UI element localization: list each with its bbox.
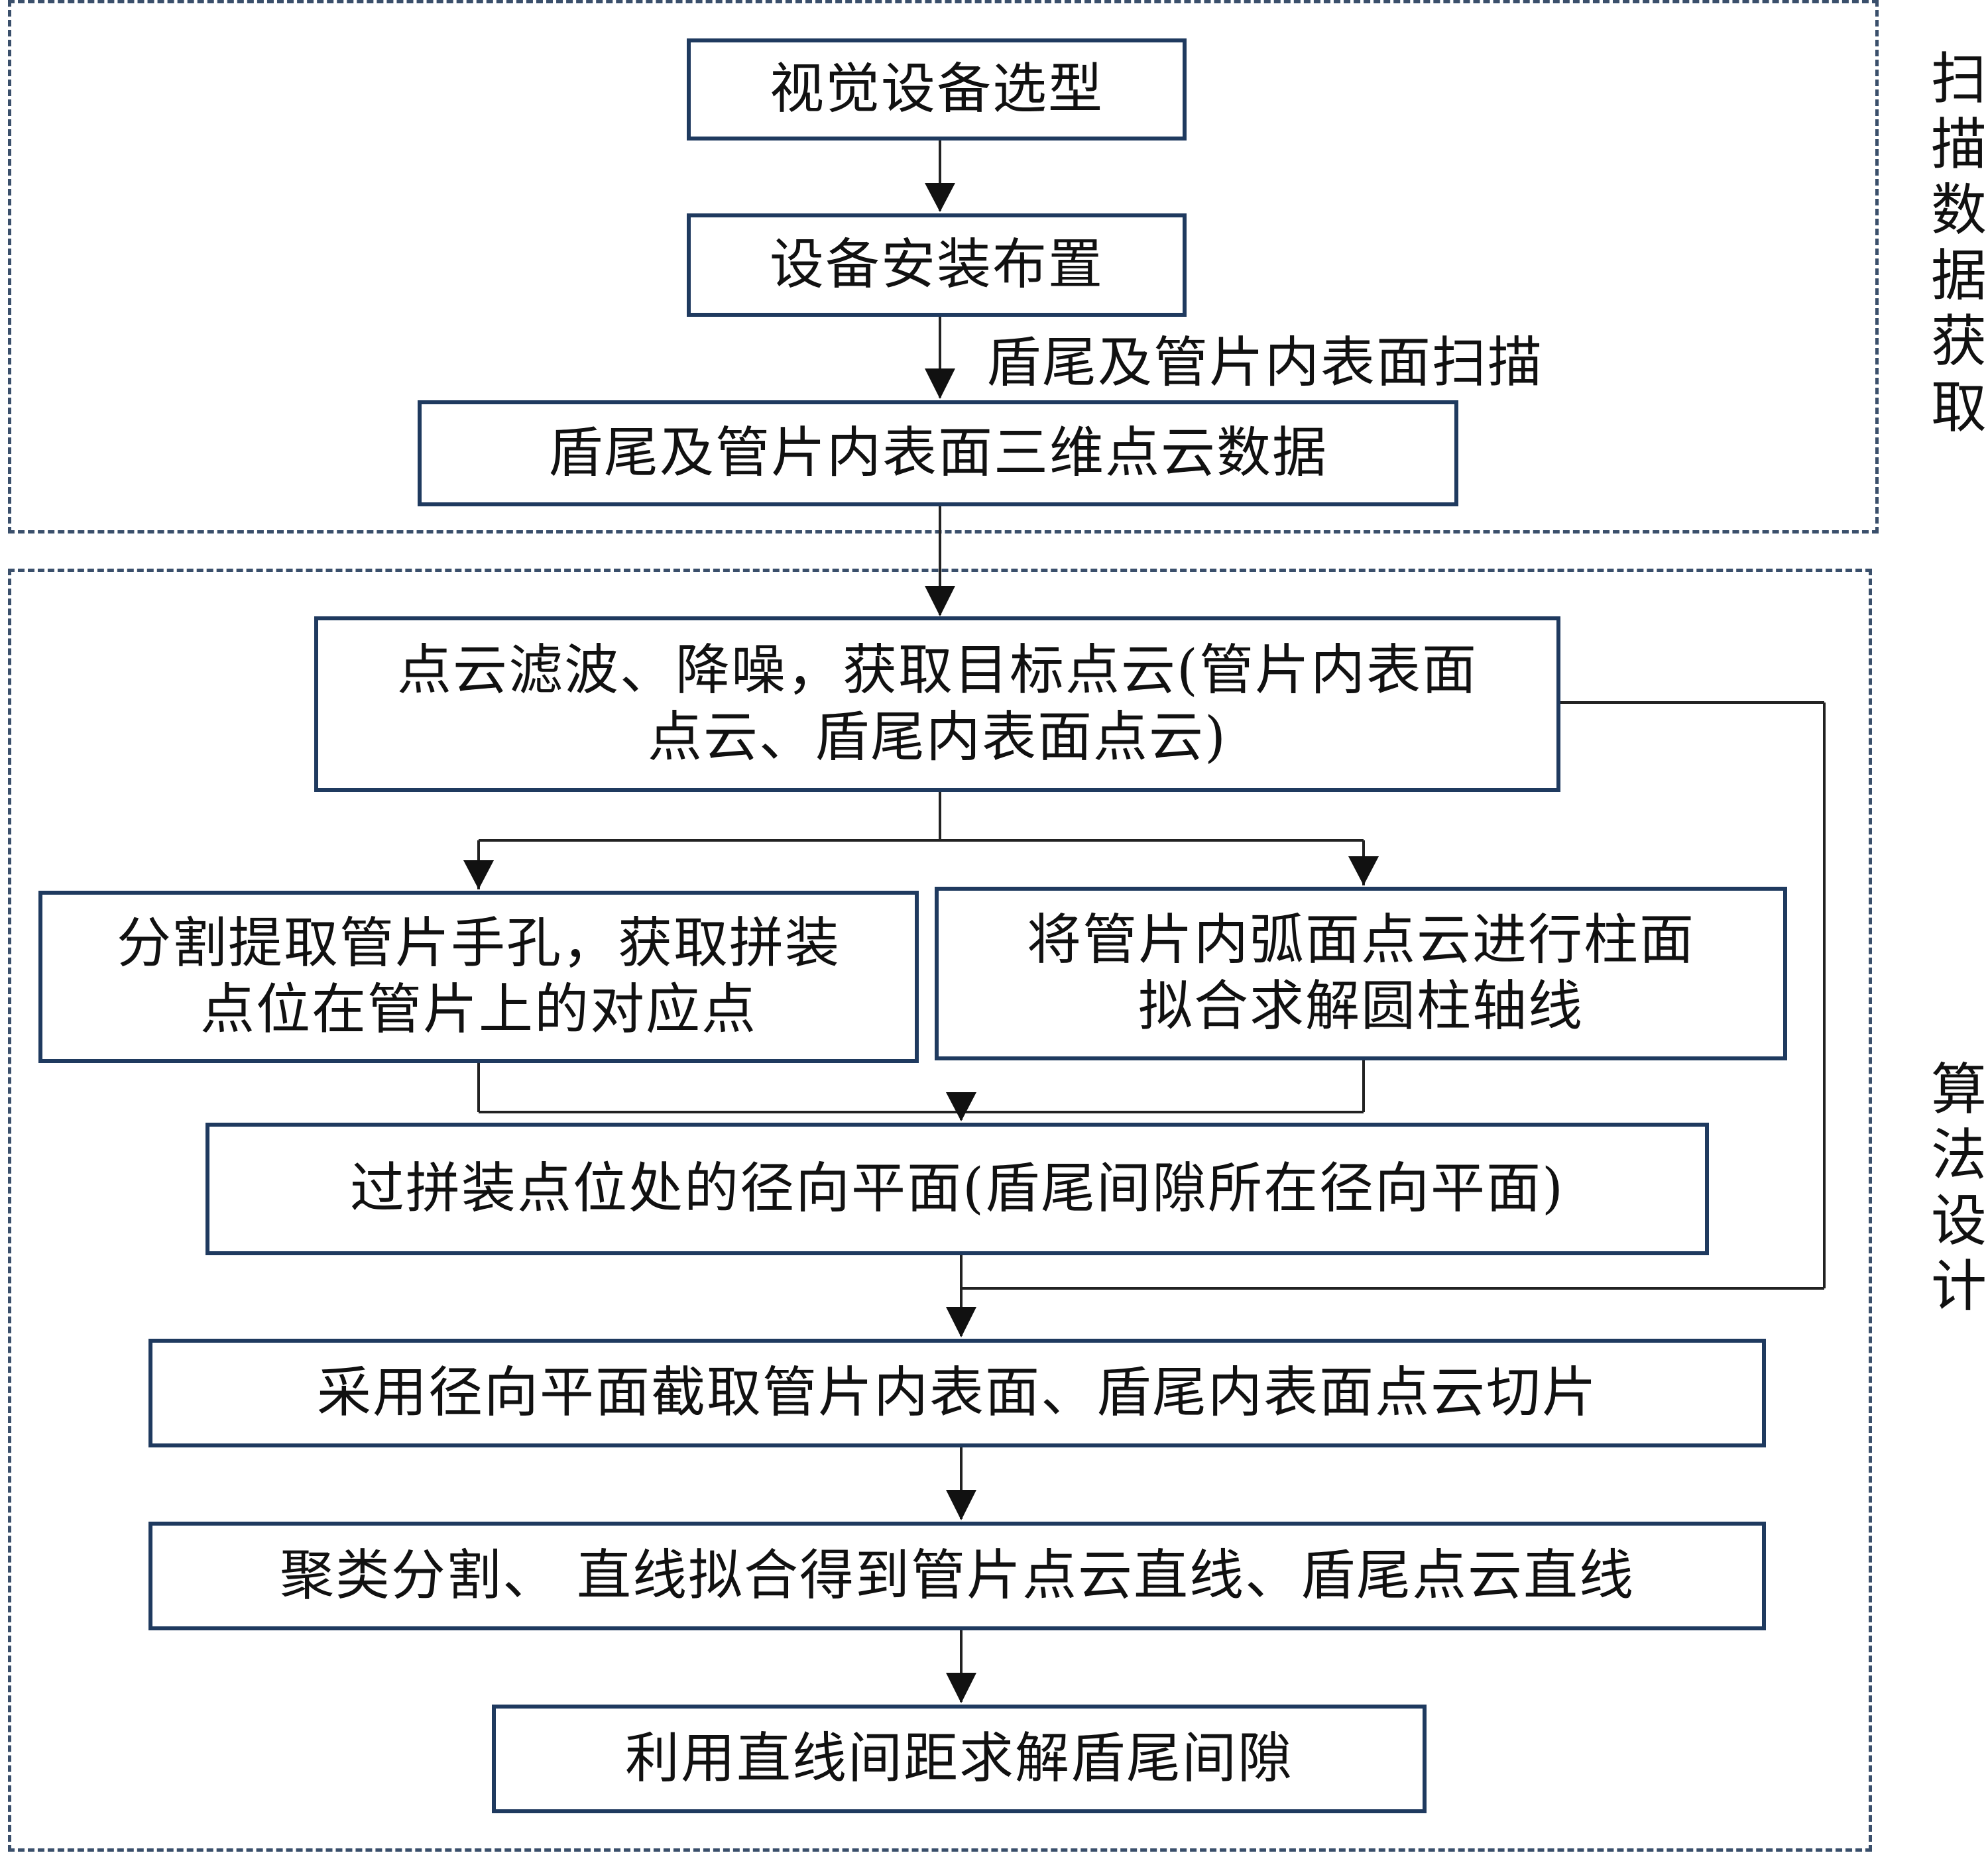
- region-scan-data-acquisition: [8, 0, 1879, 534]
- node-point-cloud-data: 盾尾及管片内表面三维点云数据: [418, 400, 1458, 506]
- edge-label-scan: 盾尾及管片内表面扫描: [986, 331, 1544, 394]
- arrowhead-n8: [946, 1307, 976, 1337]
- arrowhead-n2-n3: [925, 368, 955, 399]
- arrowhead-n5: [463, 860, 494, 889]
- arrowhead-n10: [946, 1673, 976, 1703]
- node-device-installation: 设备安装布置: [687, 213, 1187, 317]
- node-slice-point-cloud: 采用径向平面截取管片内表面、盾尾内表面点云切片: [148, 1339, 1766, 1447]
- node-solve-tail-gap: 利用直线间距求解盾尾间隙: [492, 1705, 1427, 1813]
- node-filter-denoise: 点云滤波、降噪，获取目标点云(管片内表面点云、盾尾内表面点云): [314, 616, 1560, 792]
- arrowhead-n1-n2: [925, 183, 955, 212]
- arrowhead-n9: [946, 1490, 976, 1520]
- node-cluster-line-fitting: 聚类分割、 直线拟合得到管片点云直线、盾尾点云直线: [148, 1522, 1766, 1630]
- region-label-algorithm: 算法设计: [1930, 1057, 1987, 1320]
- arrowhead-n3-n4: [925, 586, 955, 616]
- region-label-acquisition: 扫描数据获取: [1930, 46, 1987, 440]
- node-vision-device-selection: 视觉设备选型: [687, 38, 1187, 141]
- arrowhead-n7: [946, 1092, 976, 1121]
- node-segment-hand-holes: 分割提取管片手孔，获取拼装点位在管片上的对应点: [38, 891, 919, 1063]
- node-radial-plane: 过拼装点位处的径向平面(盾尾间隙所在径向平面): [205, 1123, 1709, 1255]
- node-cylinder-fitting: 将管片内弧面点云进行柱面拟合求解圆柱轴线: [935, 887, 1787, 1060]
- arrowhead-n6: [1348, 856, 1379, 885]
